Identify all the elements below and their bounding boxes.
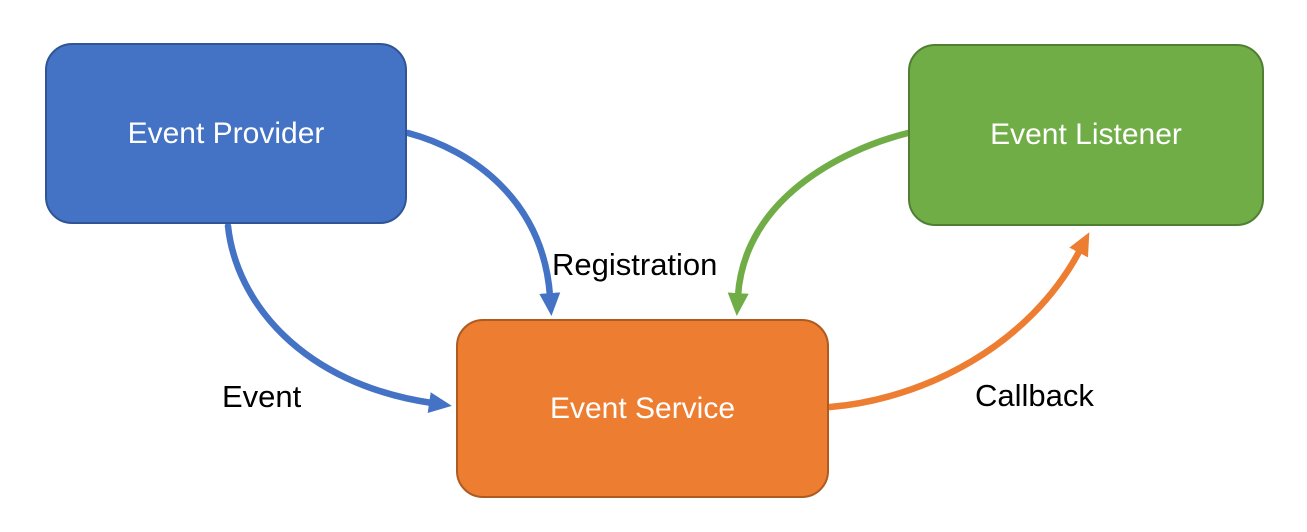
edge-listener-registration-arrow: [727, 129, 912, 317]
edge-label-callback: Callback: [975, 378, 1094, 413]
edge-label-event: Event: [222, 379, 302, 414]
edge-provider-event-arrow: [224, 222, 452, 413]
node-event-service-label: Event Service: [549, 391, 736, 425]
edge-provider-registration-arrow: [404, 129, 561, 316]
edge-label-registration: Registration: [552, 247, 718, 282]
node-event-listener-label: Event Listener: [990, 118, 1182, 151]
node-event-provider-label: Event Provider: [127, 116, 325, 150]
node-event-provider: Event Provider: [45, 43, 407, 224]
node-event-listener: Event Listener: [908, 44, 1264, 226]
node-event-service: Event Service: [456, 319, 829, 498]
